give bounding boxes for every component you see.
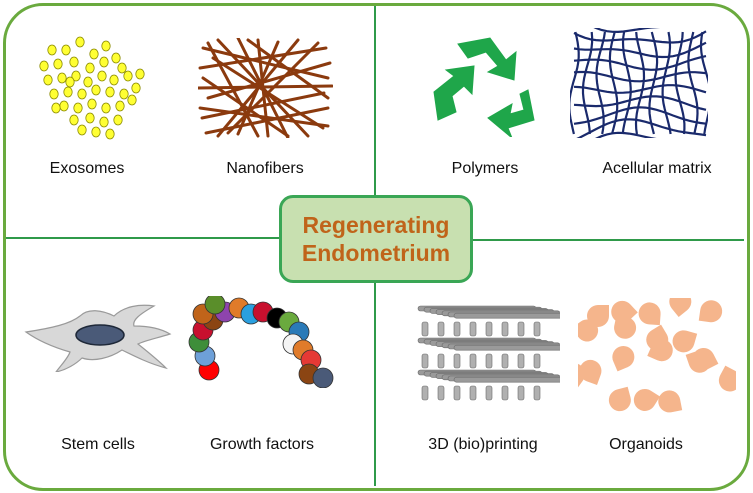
exosomes-icon [39,36,145,140]
center-title-line1: Regenerating [302,212,450,238]
label-3d-bioprinting: 3D (bio)printing [428,436,538,453]
label-growth-factors: Growth factors [209,436,315,453]
center-title-box: Regenerating Endometrium [279,195,473,283]
label-nanofibers: Nanofibers [226,160,304,177]
center-title-line2: Endometrium [301,240,451,266]
diagram-frame [3,3,750,491]
label-exosomes: Exosomes [49,160,125,177]
label-acellular-matrix: Acellular matrix [602,160,712,177]
divider-vertical-top [374,6,376,236]
polymer-recycle-icon [433,37,535,137]
organoids-icon [578,298,736,413]
divider-vertical-bottom [374,240,376,486]
stem-cell-icon [24,304,172,372]
label-polymers: Polymers [451,160,519,177]
bioprinting-scaffold-icon [417,305,560,401]
acellular-matrix-icon [570,28,708,138]
nanofibers-icon [198,38,333,138]
label-organoids: Organoids [609,436,683,453]
growth-factors-icon [188,296,334,388]
label-stem-cells: Stem cells [61,436,135,453]
divider-horizontal-right [374,239,744,241]
divider-horizontal-left [6,237,376,239]
